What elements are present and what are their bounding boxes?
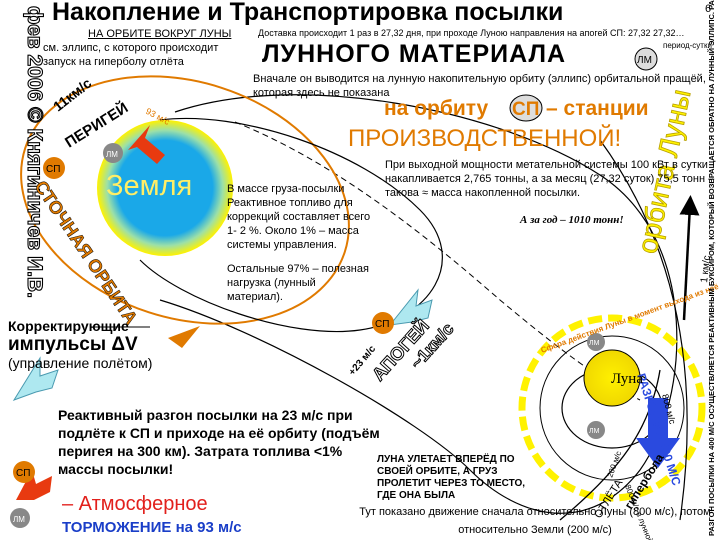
lm-marker-moon-bottom [587, 421, 605, 439]
sp-label-header: СП [512, 99, 539, 120]
earth-label: Земля [106, 170, 193, 202]
bottom-note: Тут показано движение сначала относитель… [359, 506, 711, 536]
drain-orbit-ellipse [20, 75, 350, 325]
earth-globe [97, 120, 233, 256]
sp-label-apogee: СП [375, 319, 389, 330]
v200-label: 200 м/с [605, 450, 623, 479]
moon-flies-note: ЛУНА УЛЕТАЕТ ВПЕРЁД ПО СВОЕЙ ОРБИТЕ, А Г… [377, 454, 526, 501]
moon-globe [583, 349, 641, 407]
sp-marker-perigee [43, 157, 65, 179]
cyan-arrow-apogee [388, 288, 433, 326]
production-heading: ПРОИЗВОДСТВЕННОЙ! [348, 125, 622, 152]
sp-header-oval [509, 94, 543, 122]
lm-label-perigee: ЛМ [106, 150, 118, 159]
orbit-description: см. эллипс, с которого происходит запуск… [43, 42, 219, 68]
sp-marker-apogee [372, 312, 394, 334]
blue-accel-arrow [636, 398, 680, 468]
v11-label: 11км/с [50, 75, 95, 115]
atmospheric-label: – Атмосферное [62, 493, 208, 515]
page-number: 6 [705, 3, 712, 15]
lm-label-header: ЛМ [637, 55, 652, 66]
sp-label-left: СП [16, 468, 30, 479]
period-label: период-сутки [663, 41, 712, 50]
moon-sphere-of-influence [518, 314, 706, 502]
orange-arrow-bottom [16, 470, 52, 500]
inner-orbit [139, 117, 443, 333]
lm-label-moon-bottom: ЛМ [589, 428, 600, 435]
sp-label-perigee: СП [46, 164, 60, 175]
drain-arrow-head [168, 326, 200, 348]
moon-label: Луна [611, 371, 643, 387]
moon-sphere-inner [539, 335, 685, 481]
to-orbit-pre: на орбиту [384, 97, 489, 120]
cyan-arrow-left [12, 356, 59, 401]
sp-marker-left [13, 461, 35, 483]
lunar-material-heading: ЛУННОГО МАТЕРИАЛА [262, 40, 567, 68]
power-note: При выходной мощности метательной систем… [385, 159, 715, 199]
hyperbola-curve [559, 369, 661, 521]
moon-orbit-arc [599, 139, 688, 521]
reactive-note: Реактивный разгон посылки на 23 м/с при … [58, 407, 380, 477]
corr-heading-1: Корректирующие [8, 318, 129, 334]
right-vertical-note: РАЗГОН ПОСЫЛКИ НА 400 М/С ОСУЩЕСТВЛЯЕТСЯ… [707, 0, 716, 536]
side-author: фев 2006 © Княгиничев И.В. [23, 6, 46, 298]
rest-note: Остальные 97% – полезная нагрузка (лунны… [227, 263, 369, 303]
orange-arrow-perigee [128, 125, 165, 164]
v1kms-label: 1 км/с [699, 255, 713, 283]
corr-heading-3: (управление полётом) [8, 355, 153, 371]
delivery-note: Доставка происходит 1 раз в 27,32 дня, п… [258, 28, 685, 38]
corr-heading-2: импульсы ΔV [8, 334, 138, 355]
lm-marker-moon-top [587, 333, 605, 351]
mass-note: В массе груза-посылки Реактивное топливо… [227, 183, 371, 251]
first-note: Вначале он выводится на лунную накопител… [253, 73, 706, 99]
lm-label-bottom: ЛМ [13, 515, 25, 524]
lm-marker-header [634, 47, 658, 71]
year-note: А за год – 1010 тонн! [520, 214, 624, 226]
sphere-label: Сфера действия Луны в момент выхода из н… [540, 264, 720, 355]
speed-arrow-1kms [679, 195, 700, 321]
to-orbit-post: – станции [546, 97, 649, 120]
braking-label: ТОРМОЖЕНИЕ на 93 м/с [62, 519, 242, 536]
lm-marker-bottom [10, 508, 30, 528]
page-title: Накопление и Транспортировка посылки [52, 0, 564, 26]
orbit-heading: НА ОРБИТЕ ВОКРУГ ЛУНЫ [88, 28, 232, 40]
lm-marker-perigee [103, 143, 123, 163]
lm-label-moon-top: ЛМ [589, 340, 600, 347]
